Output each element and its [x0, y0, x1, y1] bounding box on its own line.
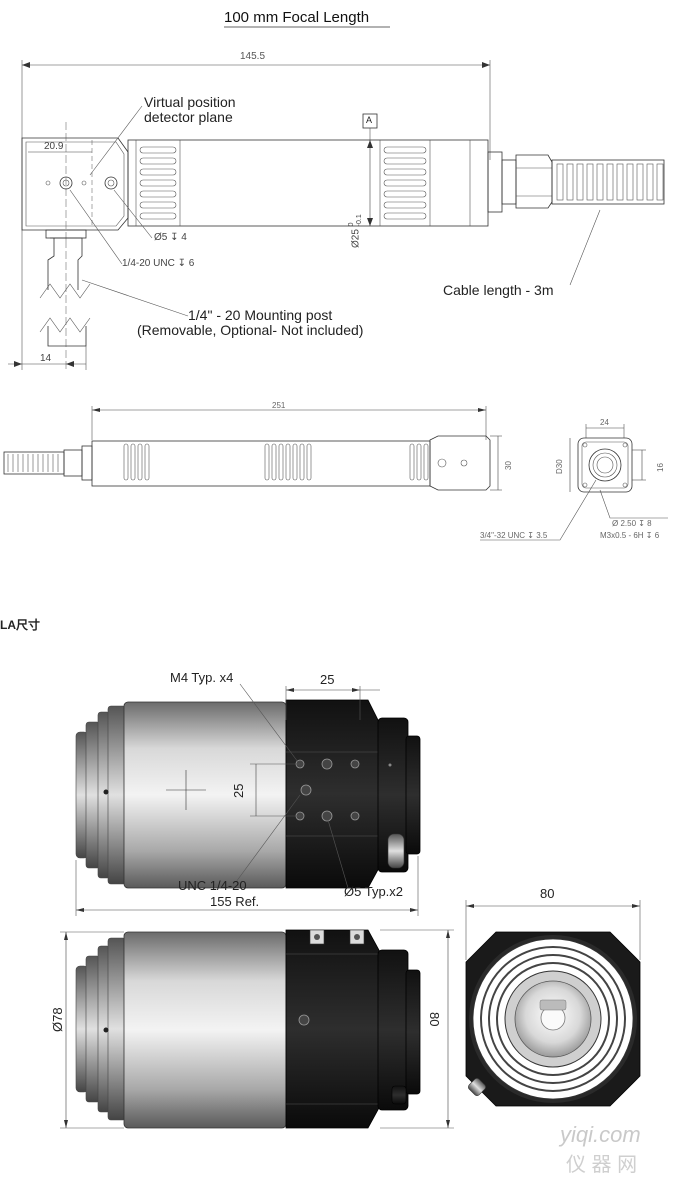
hole-note-2: M3x0.5 - 6H ↧ 6 [600, 531, 660, 540]
cable-coil [551, 159, 665, 205]
dim-25-vertical: 25 [231, 783, 246, 798]
cable-length-label: Cable length - 3m [443, 282, 554, 298]
label-m4: M4 Typ. x4 [170, 670, 234, 685]
dim-unc-thread: 1/4-20 UNC ↧ 6 [122, 258, 195, 269]
dim-diameter-tol-upper: 0 [348, 222, 355, 227]
dim-diameter-25: Ø25 0 -0.1 [348, 214, 364, 248]
drawing-2 [3, 406, 668, 541]
dim-80-end: 80 [540, 886, 555, 901]
dim-end-d30: D30 [555, 459, 564, 474]
la-end-view [465, 900, 641, 1107]
dim-diameter-tol: 0 -0.1 [348, 214, 364, 226]
vent-slots-left [139, 146, 177, 220]
dim-height-30: 30 [504, 461, 513, 470]
la-side-view-bottom [60, 929, 454, 1129]
section-heading: LA尺寸 [0, 618, 40, 632]
dim-diameter-value: Ø25 [350, 229, 362, 248]
dim-dia-78: Ø78 [50, 1007, 65, 1032]
dim-end-24: 24 [600, 418, 609, 427]
label-detector-line2: detector plane [144, 109, 233, 125]
datum-a: A [366, 115, 373, 125]
dim-overall-251: 251 [272, 401, 286, 410]
dim-end-16: 16 [656, 463, 665, 472]
la-side-view-top [75, 683, 421, 916]
dim-25-horizontal: 25 [320, 672, 335, 687]
dim-hole-5: Ø5 ↧ 4 [154, 232, 187, 243]
label-hole: Ø5 Typ.x2 [344, 884, 404, 899]
dim-80-side: 80 [427, 1012, 442, 1027]
dim-20-9: 20.9 [44, 141, 64, 152]
dim-overall-length: 145.5 [240, 51, 266, 62]
post-label-line1: 1/4" - 20 Mounting post [188, 307, 333, 323]
watermark-line2: 仪 器 网 [566, 1154, 638, 1176]
drawing-1 [8, 26, 665, 370]
page-title: 100 mm Focal Length [224, 9, 370, 26]
dim-diameter-tol-lower: -0.1 [356, 214, 363, 227]
dim-14: 14 [40, 353, 52, 364]
vent-slots-right [383, 146, 427, 220]
thread-note: 3/4"-32 UNC ↧ 3.5 [480, 531, 548, 540]
post-label-line2: (Removable, Optional- Not included) [137, 322, 364, 338]
label-unc: UNC 1/4-20 [178, 878, 247, 893]
hole-note-1: Ø 2.50 ↧ 8 [612, 519, 652, 528]
label-detector-line1: Virtual position [144, 94, 236, 110]
label-155-ref: 155 Ref. [210, 894, 260, 909]
watermark-line1: yiqi.com [560, 1122, 641, 1147]
